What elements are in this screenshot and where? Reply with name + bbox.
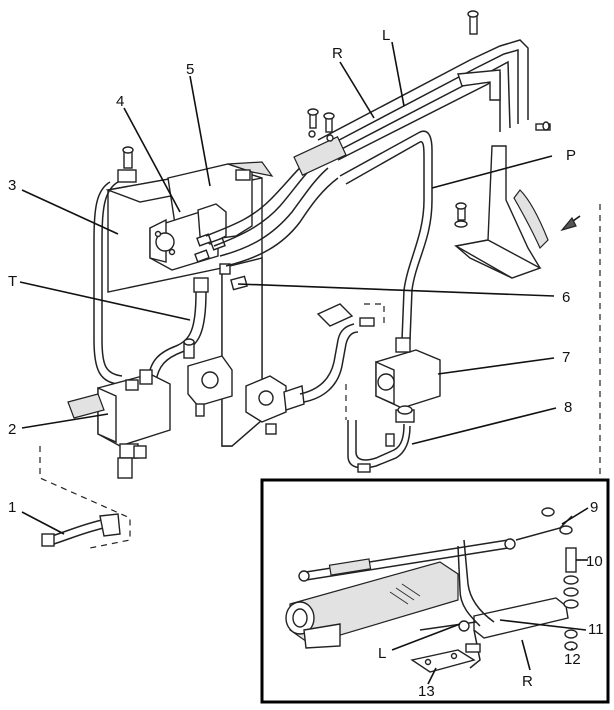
pump-fittings (194, 233, 248, 291)
steering-cylinder-inset (260, 478, 610, 704)
hose-3 (93, 181, 123, 385)
hose-clamp-bracket (293, 108, 347, 177)
callout-8: 8 (564, 399, 572, 416)
routing-dashed-lines (39, 204, 601, 549)
part-1-hose-section (41, 513, 121, 547)
callout-4: 4 (116, 93, 124, 110)
callout-1: 1 (8, 499, 16, 516)
hose-8 (347, 405, 415, 473)
flange-block-left (187, 355, 233, 417)
callout-11: 11 (588, 621, 604, 638)
callout-l: L (382, 27, 390, 44)
control-valve (67, 338, 195, 479)
callout-13: 13 (418, 683, 435, 700)
callout-6: 6 (562, 289, 570, 306)
direction-arrow (560, 215, 581, 232)
callout-t: T (8, 273, 17, 290)
flange-block-right (245, 375, 305, 435)
callout-9: 9 (590, 499, 598, 516)
pump-7-supply-hose (299, 303, 375, 403)
callout-r: R (332, 45, 343, 62)
breather-cap (117, 146, 137, 183)
hose-t (147, 277, 209, 383)
support-stand (453, 10, 551, 279)
callout-10: 10 (586, 553, 603, 570)
callout-r-inset: R (522, 673, 533, 690)
callout-labels: 5 4 3 T 2 1 R L P 6 7 8 9 10 11 12 13 L … (8, 27, 604, 700)
auxiliary-pump (375, 337, 441, 409)
callout-l-inset: L (378, 645, 386, 662)
callout-5: 5 (186, 61, 194, 78)
callout-12: 12 (564, 651, 581, 668)
leader-lines (19, 41, 589, 685)
callout-p: P (566, 147, 576, 164)
callout-2: 2 (8, 421, 16, 438)
callout-3: 3 (8, 177, 16, 194)
callout-7: 7 (562, 349, 570, 366)
main-pump (149, 203, 227, 271)
